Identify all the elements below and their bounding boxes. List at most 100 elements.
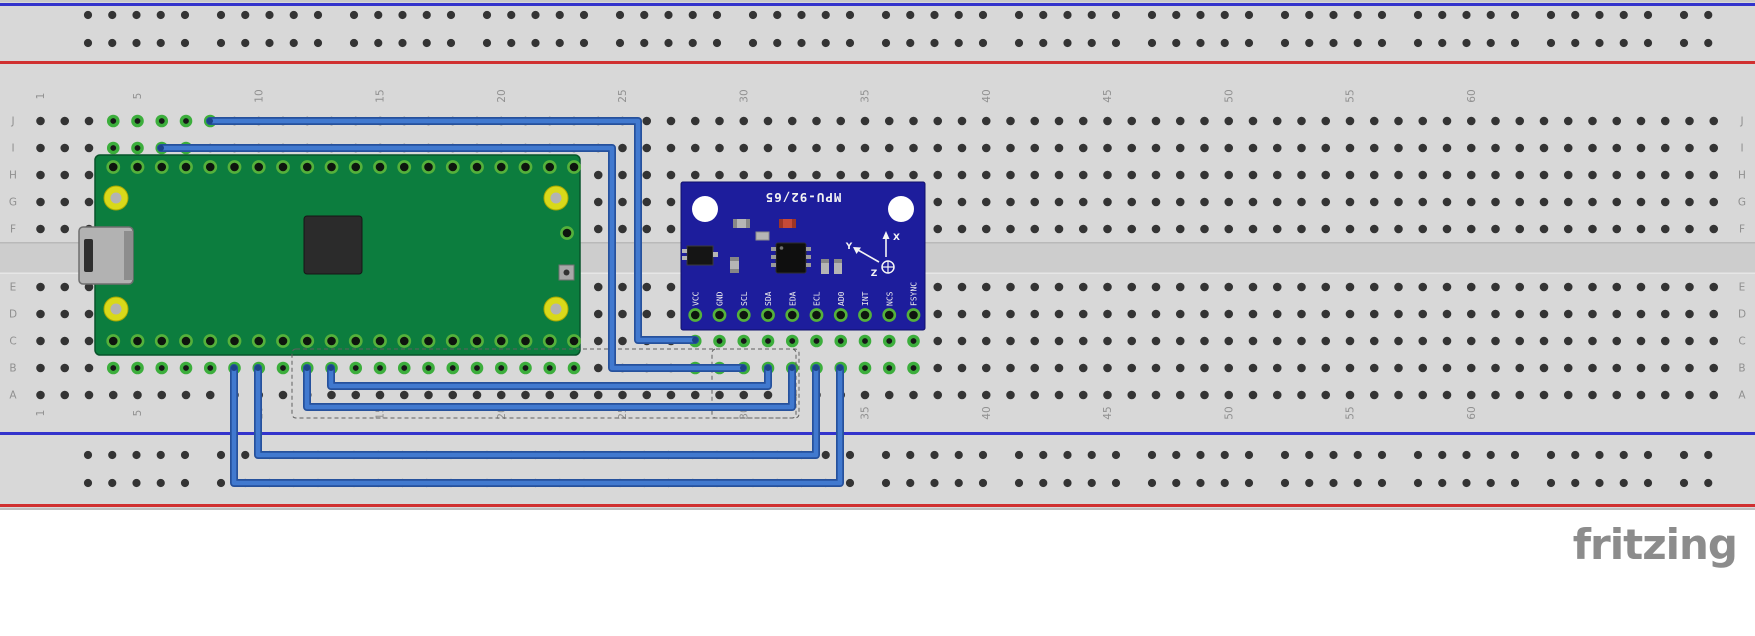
connected-hole[interactable] (131, 114, 144, 128)
breadboard-hole[interactable] (1685, 336, 1694, 346)
teensy-pin[interactable] (373, 334, 387, 348)
rail-hole[interactable] (1546, 10, 1556, 20)
rail-hole[interactable] (978, 450, 988, 460)
breadboard-hole[interactable] (1345, 309, 1355, 319)
rail-hole[interactable] (1220, 38, 1229, 48)
breadboard-hole[interactable] (1054, 336, 1064, 346)
breadboard-hole[interactable] (1660, 282, 1670, 292)
breadboard-hole[interactable] (593, 309, 603, 319)
teensy-pin[interactable] (542, 334, 557, 348)
breadboard-hole[interactable] (1588, 116, 1597, 126)
breadboard-hole[interactable] (84, 309, 94, 319)
breadboard-hole[interactable] (1272, 336, 1282, 346)
rail-hole[interactable] (845, 10, 855, 20)
breadboard-hole[interactable] (36, 116, 45, 126)
breadboard-hole[interactable] (1224, 116, 1234, 126)
rail-hole[interactable] (132, 478, 141, 488)
breadboard-hole[interactable] (1685, 116, 1694, 126)
teensy-pin[interactable] (470, 160, 484, 174)
mpu-pin-vcc[interactable] (688, 308, 703, 322)
breadboard-hole[interactable] (1030, 363, 1040, 373)
breadboard-hole[interactable] (642, 143, 652, 153)
breadboard-hole[interactable] (1078, 170, 1088, 180)
breadboard-hole[interactable] (1491, 309, 1500, 319)
rail-hole[interactable] (1329, 478, 1338, 488)
rail-hole[interactable] (1280, 478, 1290, 488)
breadboard-hole[interactable] (36, 143, 45, 153)
breadboard-hole[interactable] (1321, 336, 1331, 346)
rail-hole[interactable] (180, 10, 190, 20)
rail-hole[interactable] (1704, 10, 1713, 20)
rail-hole[interactable] (1353, 450, 1362, 460)
breadboard-hole[interactable] (1539, 224, 1549, 234)
rail-hole[interactable] (1679, 450, 1689, 460)
rail-hole[interactable] (349, 10, 359, 20)
rail-hole[interactable] (1014, 478, 1024, 488)
rail-hole[interactable] (1196, 450, 1205, 460)
breadboard-hole[interactable] (1660, 116, 1670, 126)
breadboard-hole[interactable] (1321, 170, 1331, 180)
breadboard-hole[interactable] (1466, 390, 1476, 400)
connected-hole[interactable] (882, 361, 896, 375)
rail-hole[interactable] (108, 38, 117, 48)
breadboard-hole[interactable] (351, 390, 361, 400)
breadboard-hole[interactable] (884, 390, 894, 400)
breadboard-hole[interactable] (1466, 170, 1476, 180)
breadboard-hole[interactable] (1466, 336, 1476, 346)
rail-hole[interactable] (954, 478, 963, 488)
breadboard-hole[interactable] (1006, 170, 1015, 180)
breadboard-hole[interactable] (1636, 282, 1646, 292)
connected-hole[interactable] (834, 334, 848, 348)
breadboard-hole[interactable] (1006, 309, 1015, 319)
rail-hole[interactable] (797, 38, 806, 48)
teensy-pin[interactable] (203, 160, 218, 174)
rail-hole[interactable] (482, 10, 492, 20)
mpu-pin-scl[interactable] (736, 308, 751, 322)
breadboard-hole[interactable] (1515, 390, 1525, 400)
breadboard-hole[interactable] (933, 197, 943, 207)
breadboard-hole[interactable] (1709, 116, 1719, 126)
rail-hole[interactable] (773, 10, 782, 20)
breadboard-hole[interactable] (1175, 363, 1185, 373)
connected-hole[interactable] (276, 361, 290, 375)
breadboard-hole[interactable] (812, 116, 821, 126)
teensy-pin[interactable] (227, 160, 242, 174)
breadboard-hole[interactable] (36, 170, 45, 180)
connected-hole[interactable] (543, 361, 557, 375)
rail-hole[interactable] (1305, 450, 1314, 460)
connected-hole[interactable] (397, 361, 411, 375)
breadboard-hole[interactable] (981, 363, 991, 373)
breadboard-hole[interactable] (60, 143, 70, 153)
breadboard-hole[interactable] (1394, 363, 1403, 373)
connected-hole[interactable] (155, 114, 169, 128)
breadboard-hole[interactable] (1151, 116, 1161, 126)
breadboard-hole[interactable] (1612, 363, 1622, 373)
breadboard-hole[interactable] (1345, 363, 1355, 373)
breadboard-hole[interactable] (1200, 224, 1209, 234)
rail-hole[interactable] (1643, 478, 1653, 488)
breadboard-hole[interactable] (1636, 170, 1646, 180)
rail-hole[interactable] (978, 478, 988, 488)
teensy-pin[interactable] (300, 334, 315, 348)
breadboard-hole[interactable] (1636, 143, 1646, 153)
teensy-pin[interactable] (106, 334, 121, 348)
connected-hole[interactable] (203, 361, 217, 375)
breadboard-hole[interactable] (1272, 390, 1282, 400)
breadboard-hole[interactable] (1200, 282, 1209, 292)
breadboard-hole[interactable] (1224, 282, 1234, 292)
breadboard-hole[interactable] (1369, 170, 1379, 180)
breadboard-hole[interactable] (1660, 170, 1670, 180)
rail-hole[interactable] (349, 38, 359, 48)
breadboard-hole[interactable] (60, 309, 70, 319)
rail-hole[interactable] (640, 10, 649, 20)
breadboard-hole[interactable] (909, 143, 918, 153)
breadboard-hole[interactable] (1103, 197, 1112, 207)
breadboard-hole[interactable] (1563, 309, 1573, 319)
breadboard-hole[interactable] (84, 363, 94, 373)
breadboard-hole[interactable] (715, 390, 724, 400)
rail-hole[interactable] (216, 450, 226, 460)
rail-hole[interactable] (180, 38, 190, 48)
breadboard-hole[interactable] (1345, 224, 1355, 234)
breadboard-hole[interactable] (1685, 390, 1694, 400)
breadboard-hole[interactable] (1612, 390, 1622, 400)
